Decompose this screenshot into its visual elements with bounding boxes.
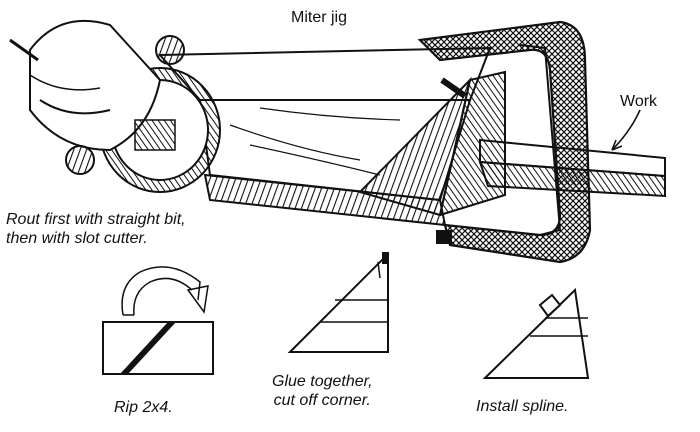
triangle-fence	[358, 70, 506, 217]
diagram-title: Miter jig	[291, 9, 348, 26]
rout-caption-line1: Rout first with straight bit,	[6, 211, 186, 228]
step1-rip-figure	[102, 266, 214, 375]
step2-glue-figure	[287, 251, 389, 353]
rout-caption-line2: then with slot cutter.	[6, 230, 148, 247]
step2-caption-line1: Glue together,	[272, 373, 373, 390]
step1-caption: Rip 2x4.	[114, 399, 173, 416]
router	[9, 19, 221, 193]
rout-caption: Rout first with straight bit, then with …	[6, 210, 186, 248]
step2-caption-line2: cut off corner.	[273, 392, 371, 409]
step3-spline-figure	[482, 287, 590, 379]
work-label: Work	[620, 93, 658, 110]
step3-caption: Install spline.	[476, 398, 569, 415]
frame-clamp	[417, 20, 592, 264]
step2-caption: Glue together, cut off corner.	[272, 372, 373, 410]
work-arrow	[611, 109, 641, 151]
